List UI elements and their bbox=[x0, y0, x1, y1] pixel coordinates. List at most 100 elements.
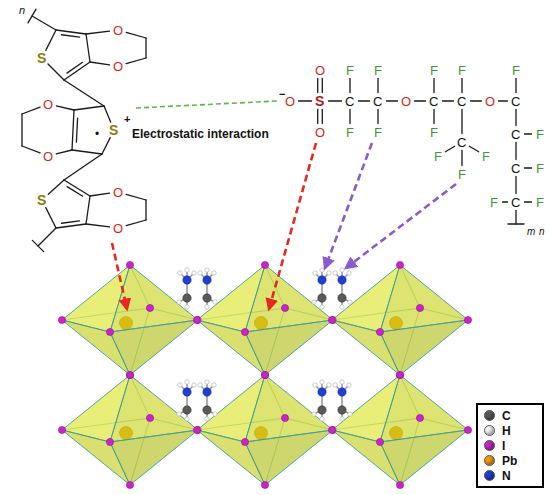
bond-line bbox=[317, 110, 318, 124]
bond-line bbox=[471, 100, 482, 101]
atom-label: S bbox=[37, 193, 46, 207]
bond-line bbox=[64, 62, 90, 80]
bond-line bbox=[126, 32, 146, 38]
bond-line bbox=[32, 16, 56, 30]
atom-label: O bbox=[113, 24, 123, 37]
bond-line bbox=[86, 31, 110, 34]
hydrogen-bond-arrow bbox=[346, 184, 456, 268]
bond-line bbox=[515, 211, 516, 225]
bond-line bbox=[499, 100, 508, 101]
legend-swatch bbox=[484, 440, 495, 451]
atom-label: F bbox=[430, 64, 438, 77]
atom-label: C bbox=[511, 128, 520, 141]
atom-label: F bbox=[374, 64, 382, 77]
bond-line bbox=[72, 110, 74, 150]
coordination-arrow bbox=[269, 143, 316, 309]
bond-line bbox=[387, 100, 398, 101]
repeat-subscript: n bbox=[19, 5, 25, 16]
atom-label: C bbox=[373, 95, 382, 108]
bond-line bbox=[515, 143, 516, 160]
bond-line bbox=[56, 106, 74, 110]
bond-line bbox=[433, 110, 434, 124]
coordination-arrow bbox=[112, 243, 127, 309]
bond-line bbox=[525, 133, 532, 134]
bond-line bbox=[48, 64, 64, 80]
bond-line bbox=[469, 146, 478, 151]
atom-label: O bbox=[113, 222, 123, 235]
repeat-subscript: n bbox=[539, 227, 545, 237]
legend-row: H bbox=[484, 423, 536, 438]
bond-line bbox=[126, 194, 146, 200]
atom-label: O bbox=[43, 150, 53, 163]
atom-label: S bbox=[109, 123, 118, 137]
bond-line bbox=[67, 187, 83, 197]
octahedron bbox=[328, 261, 471, 378]
bond-line bbox=[86, 196, 90, 224]
bond-line bbox=[72, 150, 102, 154]
legend-label: Pb bbox=[502, 455, 517, 467]
legend-row: N bbox=[484, 468, 536, 483]
bond-line bbox=[90, 193, 110, 196]
bond-line bbox=[515, 79, 516, 93]
atom-label: F bbox=[346, 126, 354, 139]
bond-line bbox=[90, 62, 110, 65]
bond-line bbox=[508, 223, 524, 224]
organic-cation bbox=[177, 380, 217, 421]
atom-label: O bbox=[485, 95, 495, 108]
legend-label: H bbox=[502, 425, 511, 437]
atom-label: C bbox=[511, 162, 520, 175]
atom-label: F bbox=[536, 196, 544, 209]
legend-row: C bbox=[484, 408, 536, 423]
bond-line bbox=[67, 62, 83, 73]
atom-label: O bbox=[43, 98, 53, 111]
hydrogen-bond-arrow bbox=[325, 143, 372, 268]
bond-line bbox=[299, 100, 312, 101]
bond-line bbox=[102, 138, 110, 154]
atom-label: O bbox=[113, 186, 123, 199]
octahedron bbox=[193, 261, 336, 378]
bond-line bbox=[56, 30, 86, 34]
organic-cation bbox=[177, 268, 217, 309]
bond-line bbox=[22, 146, 40, 153]
bond-line bbox=[56, 224, 86, 228]
perovskite-lattice bbox=[58, 261, 471, 488]
bond-line bbox=[145, 38, 146, 58]
interaction-arrows bbox=[112, 143, 456, 309]
legend-swatch bbox=[484, 470, 495, 481]
bond-line bbox=[61, 221, 79, 223]
atom-label: F bbox=[346, 64, 354, 77]
bond-line bbox=[22, 107, 40, 114]
atom-label: F bbox=[512, 64, 520, 77]
atom-label: O bbox=[401, 95, 411, 108]
bond-line bbox=[64, 80, 104, 106]
atom-label: O bbox=[315, 126, 325, 139]
atom-label: F bbox=[536, 162, 544, 175]
bond-line bbox=[443, 100, 454, 101]
bond-line bbox=[86, 34, 90, 62]
atom-label: C bbox=[429, 95, 438, 108]
atom-label: O bbox=[315, 64, 325, 77]
legend-row: Pb bbox=[484, 453, 536, 468]
legend-label: I bbox=[502, 440, 505, 452]
bond-line bbox=[515, 177, 516, 194]
atom-label: S bbox=[315, 94, 324, 108]
bond-line bbox=[38, 228, 56, 246]
electrostatic-line bbox=[136, 101, 277, 108]
molecular-bonds bbox=[22, 9, 532, 252]
bond-line bbox=[86, 224, 110, 227]
atom-label: C bbox=[345, 95, 354, 108]
bond-line bbox=[61, 35, 79, 37]
legend-box: CHI PbN bbox=[476, 403, 544, 488]
bond-line bbox=[28, 9, 36, 23]
bond-line bbox=[377, 110, 378, 124]
bond-line bbox=[349, 79, 350, 93]
bond-line bbox=[46, 208, 56, 228]
atom-label: C bbox=[511, 196, 520, 209]
atom-label: F bbox=[430, 126, 438, 139]
atom-label: S bbox=[37, 51, 46, 65]
bond-line bbox=[525, 167, 532, 168]
bond-line bbox=[461, 110, 462, 134]
repeat-subscript: m bbox=[527, 227, 535, 237]
